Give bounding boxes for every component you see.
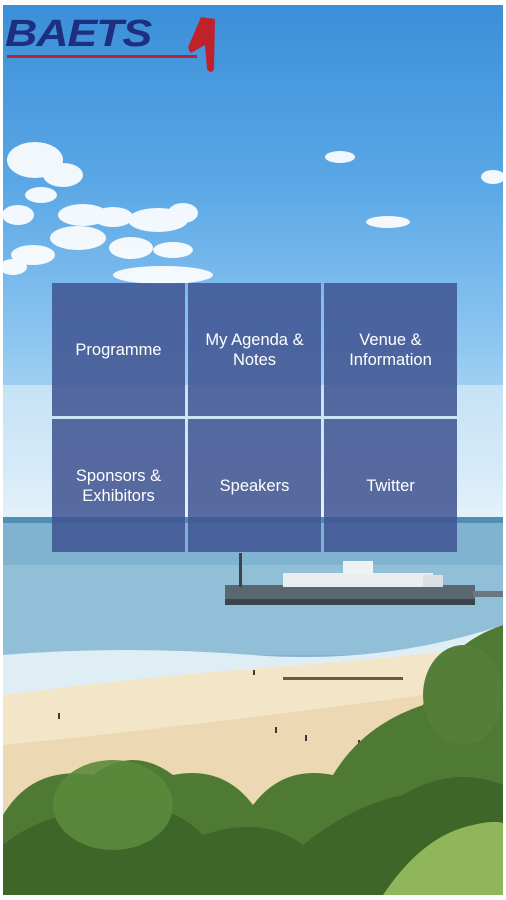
logo-underline: [7, 55, 197, 58]
logo-mark-icon: [188, 17, 215, 72]
twitter-tile[interactable]: Twitter: [324, 419, 457, 552]
venue-information-tile[interactable]: Venue & Information: [324, 283, 457, 416]
beach-pier-scene: [3, 142, 503, 895]
sponsors-exhibitors-tile[interactable]: Sponsors & Exhibitors: [52, 419, 185, 552]
twitter-label: Twitter: [366, 476, 415, 495]
programme-tile[interactable]: Programme: [52, 283, 185, 416]
main-menu-grid: Programme My Agenda & Notes Venue & Info…: [52, 283, 457, 553]
logo-text: BAETS: [5, 13, 152, 55]
speakers-label: Speakers: [219, 476, 290, 495]
sponsors-exhibitors-label: Sponsors & Exhibitors: [75, 466, 162, 505]
my-agenda-notes-tile[interactable]: My Agenda & Notes: [188, 283, 321, 416]
programme-label: Programme: [75, 340, 162, 359]
baets-logo: BAETS: [5, 11, 217, 73]
venue-information-label: Venue & Information: [349, 330, 432, 369]
my-agenda-notes-label: My Agenda & Notes: [205, 330, 304, 369]
speakers-tile[interactable]: Speakers: [188, 419, 321, 552]
